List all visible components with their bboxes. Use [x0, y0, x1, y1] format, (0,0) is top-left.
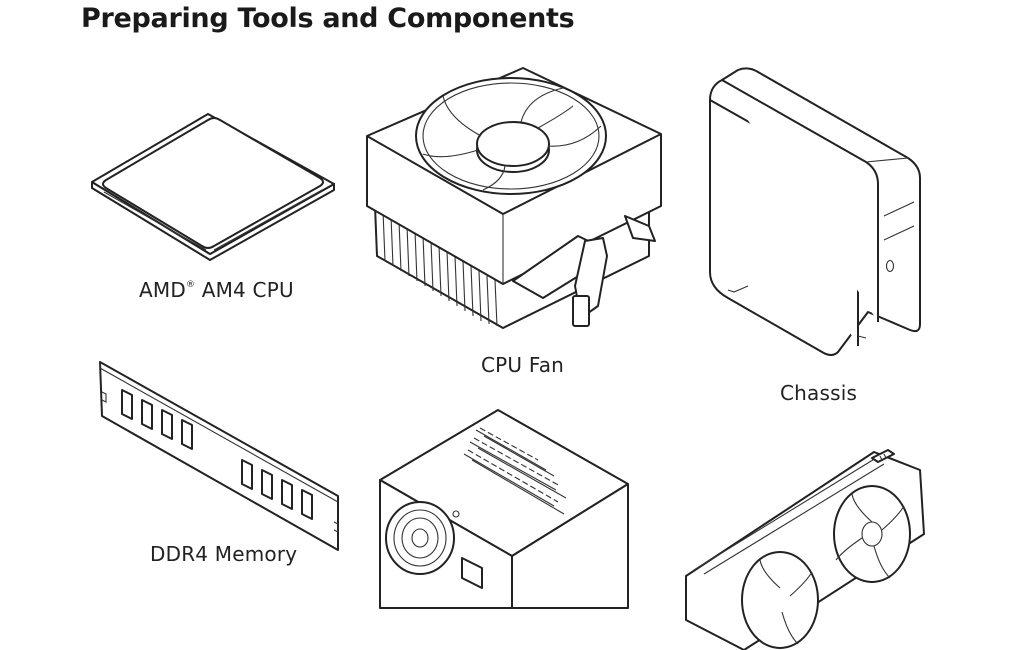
cpu-fan-illustration	[363, 66, 665, 336]
memory-illustration	[98, 362, 342, 552]
chassis-illustration	[708, 66, 924, 358]
page-title: Preparing Tools and Components	[81, 3, 575, 34]
memory-label: DDR4 Memory	[150, 542, 298, 566]
cpu-fan-label: CPU Fan	[481, 353, 565, 377]
gpu-illustration	[684, 450, 926, 650]
cpu-label: AMD® AM4 CPU	[139, 278, 294, 302]
chassis-label: Chassis	[780, 381, 858, 405]
psu-illustration	[378, 408, 630, 577]
cpu-illustration	[90, 112, 336, 262]
